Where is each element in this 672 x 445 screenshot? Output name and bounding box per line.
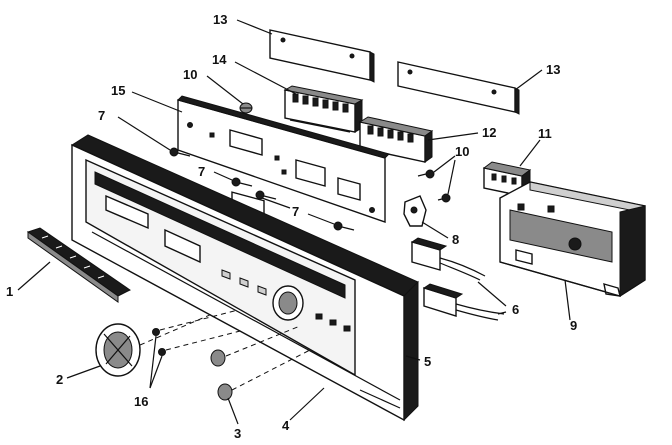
callout-13-left: 13 [213,12,227,27]
callout-16: 16 [134,394,148,409]
callout-1: 1 [6,284,13,299]
callout-10-top: 10 [183,67,197,82]
callout-7-mid: 7 [198,164,205,179]
callout-13-right: 13 [546,62,560,77]
screw-10-top [239,102,253,114]
switch-block-14 [283,85,364,133]
screws-10-right [417,169,451,203]
knob-2 [95,313,213,377]
callout-14: 14 [212,52,227,67]
callout-7-left: 7 [98,108,105,123]
screws-7 [169,147,355,231]
callout-4: 4 [282,418,290,433]
callout-7-right: 7 [292,204,299,219]
callout-10-right: 10 [455,144,469,159]
callout-5: 5 [424,354,431,369]
callout-6: 6 [512,302,519,317]
callout-15: 15 [111,83,125,98]
clip-8 [403,195,427,227]
control-panel-5 [70,134,419,422]
cover-plate-left [269,29,375,83]
callout-11: 11 [538,126,552,141]
button-strip-1 [26,227,131,303]
callout-8: 8 [452,232,459,247]
callout-12: 12 [482,125,496,140]
switch-block-12 [358,116,434,163]
control-module-9 [499,181,646,297]
switches-6 [410,237,505,321]
cover-plate-right [397,61,520,115]
light-pipe-3 [210,325,311,401]
callout-3: 3 [234,426,241,441]
callout-2: 2 [56,372,63,387]
circuit-board-15 [177,95,390,223]
callout-9: 9 [570,318,577,333]
callout-labels: 13 13 14 10 15 7 7 7 12 10 11 8 6 9 5 4 … [6,12,577,441]
screws-16 [152,309,245,356]
leader-lines [17,19,571,425]
